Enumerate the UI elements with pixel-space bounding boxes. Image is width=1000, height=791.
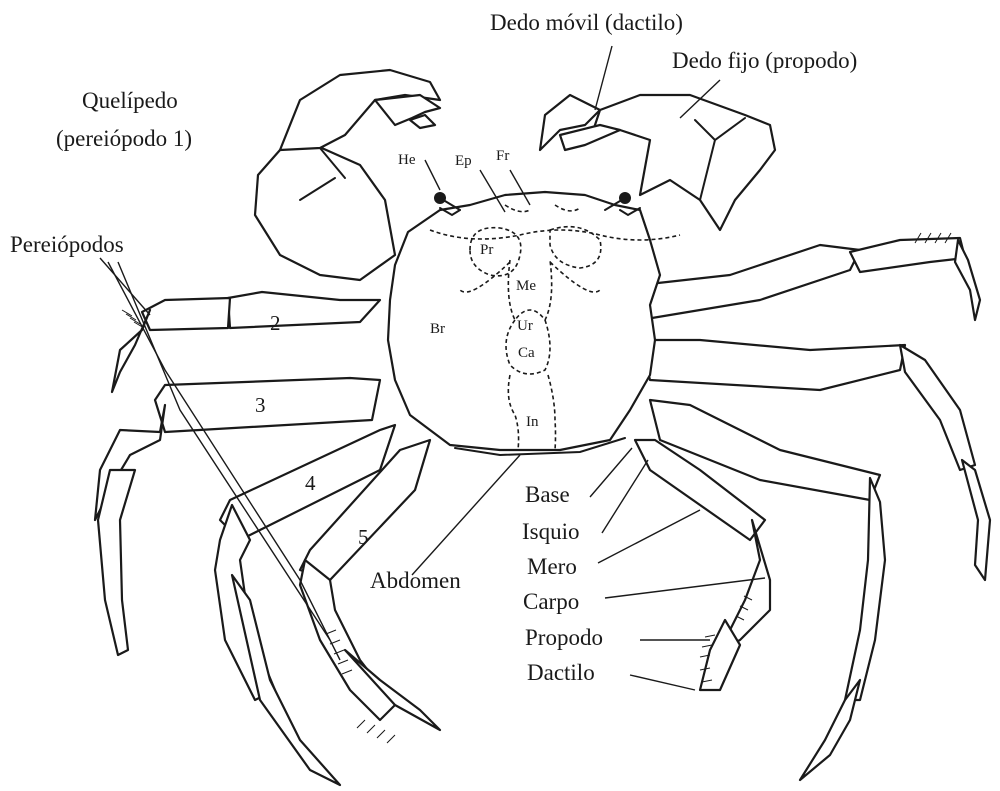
label-ep: Ep (455, 153, 472, 169)
label-leg-3: 3 (255, 393, 266, 417)
label-pereiopodo-1: (pereiópodo 1) (56, 126, 192, 151)
label-carpo: Carpo (523, 589, 579, 614)
label-mero: Mero (527, 554, 577, 579)
label-br: Br (430, 321, 445, 337)
right-leg-2 (620, 238, 980, 320)
right-leg-5 (635, 440, 770, 690)
label-isquio: Isquio (522, 519, 580, 544)
label-dactilo: Dactilo (527, 660, 595, 685)
label-leg-4: 4 (305, 471, 316, 495)
label-ca: Ca (518, 345, 535, 361)
label-leg-5: 5 (358, 525, 369, 549)
label-abdomen: Abdomen (370, 568, 461, 593)
label-dedo-fijo: Dedo fijo (propodo) (672, 48, 857, 73)
label-leg-2: 2 (270, 311, 281, 335)
label-dedo-movil: Dedo móvil (dactilo) (490, 10, 683, 35)
label-pr: Pr (480, 242, 493, 258)
label-pereiopodos: Pereiópodos (10, 232, 124, 257)
label-ur: Ur (517, 318, 533, 334)
label-he: He (398, 152, 416, 168)
label-propodo: Propodo (525, 625, 603, 650)
label-quelipedo: Quelípedo (82, 88, 178, 113)
label-me: Me (516, 278, 536, 294)
label-base: Base (525, 482, 570, 507)
label-fr: Fr (496, 148, 509, 164)
label-in: In (526, 414, 539, 430)
